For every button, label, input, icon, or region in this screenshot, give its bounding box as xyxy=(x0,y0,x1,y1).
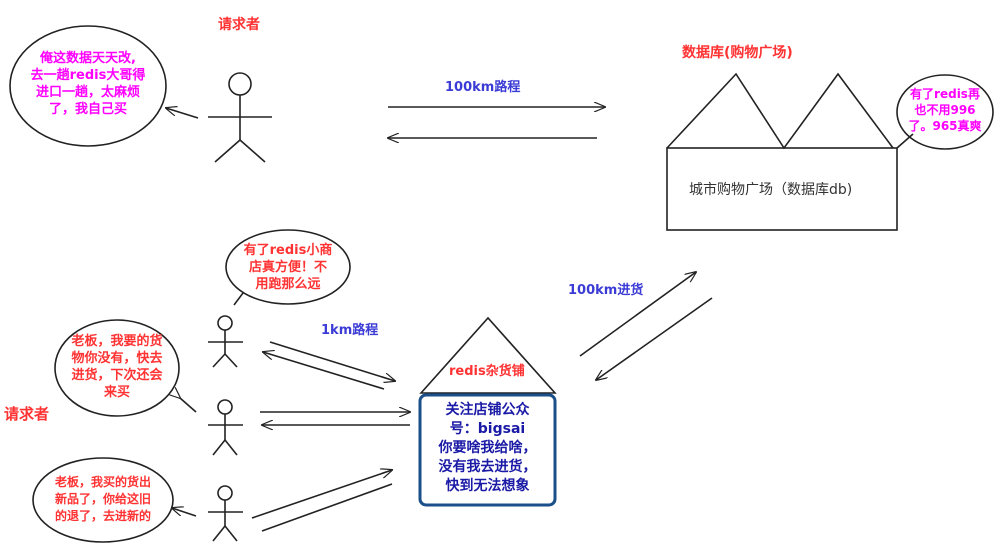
label-route-1km: 1km路程 xyxy=(321,323,379,338)
bubble-redis-shop-shape xyxy=(225,229,351,305)
bubble-db-line-2: 也不用996 xyxy=(914,103,976,117)
bubble-boss-old-line-2: 新品了，你给这旧 xyxy=(54,492,151,506)
label-route-100km: 100km路程 xyxy=(445,80,521,95)
bubble-db-line-3: 了。965真爽 xyxy=(908,119,982,133)
bubble-database-shape xyxy=(896,74,994,150)
stick-figure-2 xyxy=(208,399,243,456)
arrow-restock-up xyxy=(579,272,696,357)
shop-notice-text: 关注店铺公众 号：bigsai 你要啥我给啥， 没有我去进货， 快到无法想象 xyxy=(422,401,553,496)
mall-building xyxy=(666,72,898,231)
bubble-shop-line-3: 用跑那么远 xyxy=(255,277,321,292)
bubble-shop-line-1: 有了redis小商 xyxy=(243,243,333,258)
bubble-boss-old-shape xyxy=(32,457,174,543)
bubble-boss-request-shape xyxy=(54,319,180,417)
stick-figure-1 xyxy=(208,315,243,368)
shop-notice-line-2: 号：bigsai xyxy=(449,421,526,437)
bubble-redis-shop-text: 有了redis小商 店真方便！不 用跑那么远 xyxy=(232,242,344,293)
bubble-boss-old-text: 老板，我买的货出 新品了，你给这旧 的退了，去进新的 xyxy=(36,474,170,525)
bubble-top-line-1: 俺这数据天天改, xyxy=(40,51,136,66)
arrow-1km-to-shop-3 xyxy=(251,470,392,519)
shop-notice-line-1: 关注店铺公众 xyxy=(445,402,530,418)
arrow-1km-back-1 xyxy=(263,352,385,390)
arrow-1km-to-shop-1 xyxy=(269,341,395,381)
label-requester-left: 请求者 xyxy=(4,405,50,423)
stick-figure-top xyxy=(208,72,272,163)
redis-shop-building xyxy=(419,316,557,394)
bubble-boss-old-line-3: 的退了，去进新的 xyxy=(54,509,151,523)
bubble-shop-line-2: 店真方便！不 xyxy=(248,260,327,275)
line-1km-3 xyxy=(261,483,393,532)
shop-notice-line-5: 快到无法想象 xyxy=(445,478,530,494)
bubble-top-line-3: 进口一趟，太麻烦 xyxy=(35,85,140,100)
arrow-to-bubble-top xyxy=(166,108,199,119)
bubble-boss-request-line-2: 物你没有，快去 xyxy=(71,351,163,366)
bubble-database-tail xyxy=(896,133,914,149)
bubble-database-text: 有了redis再 也不用996 了。965真爽 xyxy=(900,86,990,134)
bubble-redis-shop-tail xyxy=(233,292,244,306)
arrow-restock-down xyxy=(596,297,713,380)
bubble-top-requester-text: 俺这数据天天改, 去一趟redis大哥得 进口一趟，太麻烦 了，我自己买 xyxy=(14,50,162,118)
bubble-top-line-4: 了，我自己买 xyxy=(48,102,127,117)
bubble-db-line-1: 有了redis再 xyxy=(910,87,980,101)
label-restock-100km: 100km进货 xyxy=(568,283,644,298)
label-requester-top: 请求者 xyxy=(218,17,260,33)
arrow-to-bubble-boss-request xyxy=(180,398,197,413)
bubble-boss-request-text: 老板，我要的货 物你没有，快去 进货，下次还会 来买 xyxy=(60,333,174,401)
bubble-boss-old-line-1: 老板，我买的货出 xyxy=(54,475,151,489)
label-database-title: 数据库(购物广场) xyxy=(682,45,793,61)
bubble-top-line-2: 去一趟redis大哥得 xyxy=(30,68,146,83)
label-mall-box: 城市购物广场（数据库db) xyxy=(689,182,853,198)
stick-figure-3 xyxy=(208,485,243,542)
shop-notice-box xyxy=(418,393,557,507)
bubble-boss-request-line-3: 进货，下次还会 xyxy=(71,368,163,383)
shop-notice-line-3: 你要啥我给啥， xyxy=(438,440,537,456)
bubble-top-requester-shape xyxy=(9,25,167,147)
bubble-boss-request-line-1: 老板，我要的货 xyxy=(71,334,163,349)
label-shop-name: redis杂货铺 xyxy=(449,364,525,379)
shop-notice-line-4: 没有我去进货， xyxy=(438,459,537,475)
arrow-to-bubble-boss-old xyxy=(172,508,197,517)
bubble-boss-request-line-4: 来买 xyxy=(103,385,130,400)
